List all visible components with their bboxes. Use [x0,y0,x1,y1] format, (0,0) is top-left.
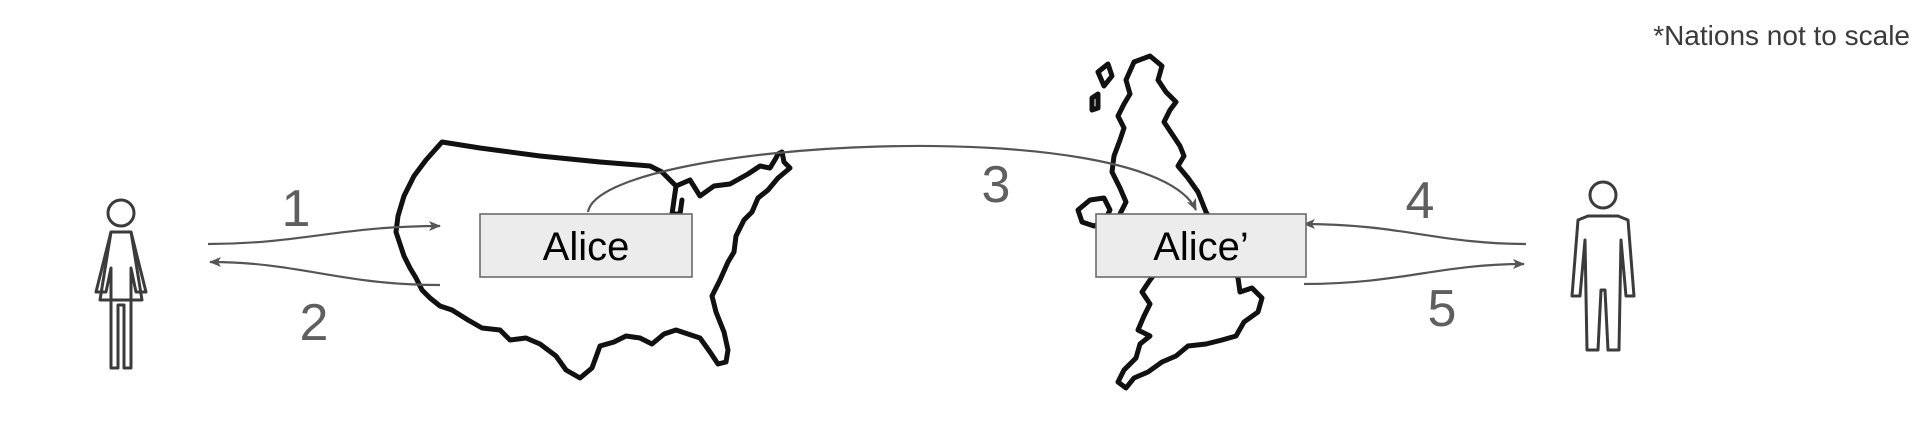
arrow-5 [1303,259,1525,286]
step-2-label: 2 [300,294,329,352]
step-3-label: 3 [982,156,1011,214]
step-4-label: 4 [1406,172,1435,230]
alice-uk-label: Alice’ [1153,225,1249,269]
alice-us-box: Alice [479,213,693,278]
person-male-icon [1570,180,1636,352]
alice-us-label: Alice [543,225,630,269]
step-5-label: 5 [1428,280,1457,338]
arrow-3 [586,144,1197,213]
arrow-2 [209,257,441,287]
step-1-label: 1 [282,180,311,238]
arrow-4 [1303,219,1527,246]
person-female-icon [94,198,148,370]
scale-note: *Nations not to scale [1653,20,1910,51]
arrow-1 [207,221,441,246]
alice-uk-box: Alice’ [1095,213,1307,278]
